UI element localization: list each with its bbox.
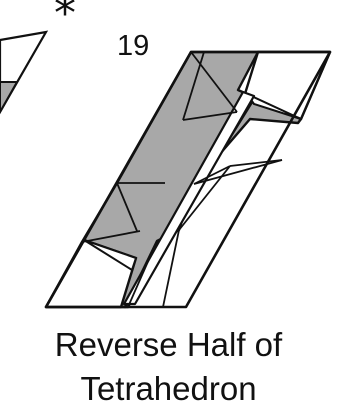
- previous-step-shaded-flap: [0, 81, 19, 115]
- center-slit: [122, 90, 256, 306]
- step-19-model: [44, 50, 332, 309]
- previous-step-figure: [0, 30, 49, 115]
- bottom-pocket-triangle: [83, 239, 138, 272]
- model-outline: [44, 50, 332, 309]
- step-marker-asterisk: *: [54, 0, 76, 39]
- step-caption-line-2: Tetrahedron: [80, 370, 257, 407]
- step-number: 19: [117, 30, 150, 62]
- step-caption-line-1: Reverse Half of: [54, 326, 283, 363]
